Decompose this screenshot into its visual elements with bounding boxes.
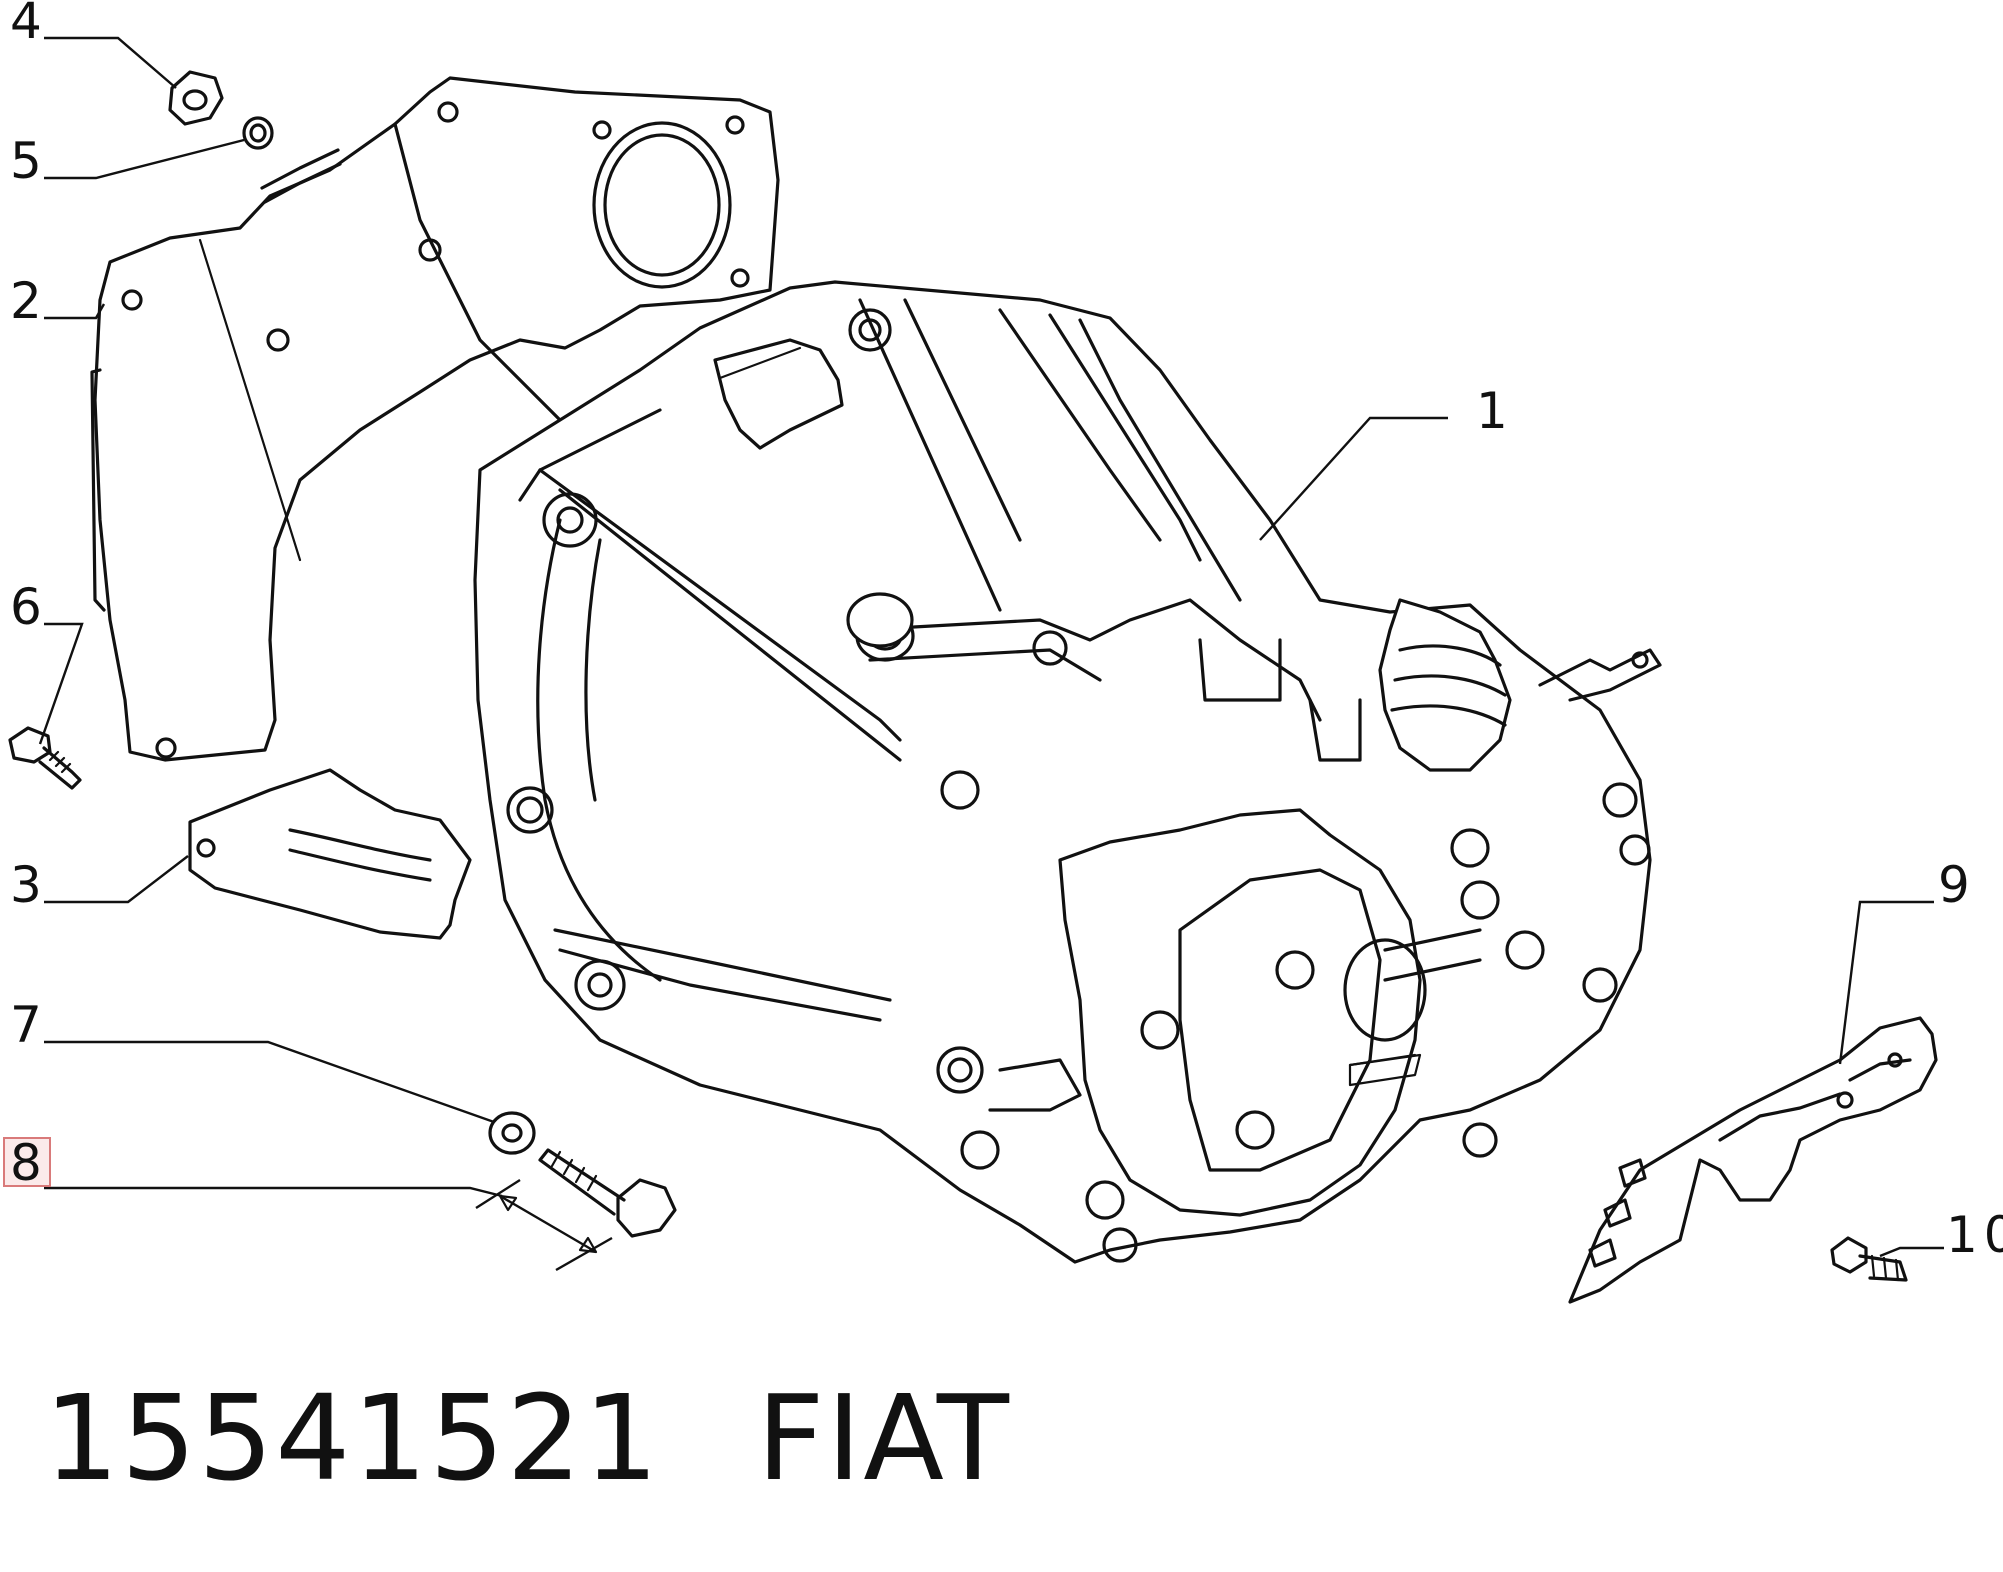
part-1-gearbox-housing	[473, 280, 1662, 1264]
leader-6	[38, 622, 84, 745]
leader-2	[44, 303, 106, 320]
callout-labels: 1 2 3 4 5 6 7 8 9 10	[3, 0, 2003, 1264]
leader-4	[44, 36, 177, 89]
callout-10[interactable]: 10	[1946, 1206, 2003, 1264]
leader-1	[1259, 416, 1448, 541]
part-2-dust-cover	[90, 76, 780, 762]
part-5-washer	[242, 116, 274, 150]
callout-5[interactable]: 5	[10, 132, 42, 190]
leader-3	[44, 855, 189, 904]
callout-9[interactable]: 9	[1938, 856, 1970, 914]
callout-4[interactable]: 4	[10, 0, 42, 50]
callout-8-highlight	[3, 1137, 51, 1187]
part-number: 15541521	[44, 1369, 661, 1507]
callout-1[interactable]: 1	[1476, 382, 1508, 440]
leader-8	[44, 1186, 503, 1198]
part-7-washer	[488, 1111, 536, 1155]
callout-2[interactable]: 2	[10, 272, 42, 330]
leader-9	[1838, 900, 1934, 1065]
callout-7[interactable]: 7	[10, 996, 42, 1054]
leader-5	[44, 138, 245, 180]
leader-7	[44, 1040, 495, 1124]
part-10-fitting	[1830, 1236, 1908, 1282]
part-3-lower-shield	[188, 768, 472, 940]
leader-lines	[38, 36, 1944, 1258]
part-6-bolt	[8, 726, 82, 790]
part-8-bolt	[475, 1148, 677, 1272]
part-9-bracket	[1568, 1016, 1938, 1304]
brand-name: FIAT	[756, 1369, 1011, 1507]
part-4-nut	[168, 70, 224, 126]
leader-10	[1879, 1246, 1944, 1258]
callout-8[interactable]: 8	[10, 1134, 42, 1192]
callout-6[interactable]: 6	[10, 578, 42, 636]
callout-3[interactable]: 3	[10, 856, 42, 914]
